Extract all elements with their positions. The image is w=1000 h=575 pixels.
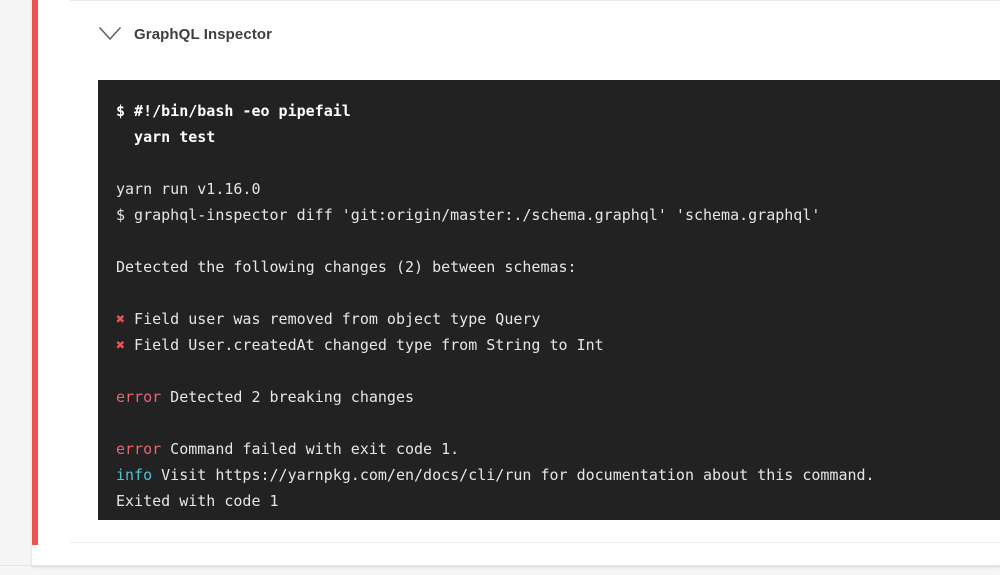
- breaking-change-text: Field User.createdAt changed type from S…: [125, 336, 604, 354]
- terminal-line-blank: [116, 150, 990, 176]
- build-step-card: GraphQL Inspector $ #!/bin/bash -eo pipe…: [32, 0, 1000, 566]
- terminal-line-plain: Exited with code 1: [116, 488, 990, 514]
- terminal-log-lines: $ #!/bin/bash -eo pipefail yarn test yar…: [98, 98, 1000, 514]
- page-title: GraphQL Inspector: [134, 25, 273, 43]
- terminal-command-text: yarn test: [116, 128, 216, 146]
- terminal-plain-text: $ graphql-inspector diff 'git:origin/mas…: [116, 206, 821, 224]
- terminal-line-blank: [116, 410, 990, 436]
- status-stripe: [32, 0, 38, 545]
- terminal-info-text: Visit https://yarnpkg.com/en/docs/cli/ru…: [152, 466, 875, 484]
- terminal-info-prefix: info: [116, 466, 153, 484]
- terminal-plain-text: Detected the following changes (2) betwe…: [116, 258, 577, 276]
- section-divider: [70, 542, 1000, 543]
- breaking-change-icon: ✖: [116, 336, 126, 354]
- breaking-change-icon: ✖: [116, 310, 126, 328]
- terminal-output[interactable]: $ #!/bin/bash -eo pipefail yarn test yar…: [98, 80, 1000, 520]
- terminal-line-blank: [116, 228, 990, 254]
- terminal-line-command: yarn test: [116, 124, 990, 150]
- terminal-line-info: info Visit https://yarnpkg.com/en/docs/c…: [116, 462, 990, 488]
- terminal-line-plain: yarn run v1.16.0: [116, 176, 990, 202]
- terminal-error-text: Command failed with exit code 1.: [161, 440, 460, 458]
- terminal-error-prefix: error: [116, 388, 162, 406]
- terminal-plain-text: Exited with code 1: [116, 492, 279, 510]
- terminal-line-plain: $ graphql-inspector diff 'git:origin/mas…: [116, 202, 990, 228]
- step-header[interactable]: GraphQL Inspector: [70, 1, 1000, 67]
- terminal-line-mark: ✖ Field user was removed from object typ…: [116, 306, 990, 332]
- terminal-line-error: error Detected 2 breaking changes: [116, 384, 990, 410]
- terminal-line-plain: Detected the following changes (2) betwe…: [116, 254, 990, 280]
- terminal-line-error: error Command failed with exit code 1.: [116, 436, 990, 462]
- card-top-divider: [70, 0, 1000, 1]
- terminal-command-text: $ #!/bin/bash -eo pipefail: [116, 102, 351, 120]
- terminal-line-mark: ✖ Field User.createdAt changed type from…: [116, 332, 990, 358]
- terminal-error-prefix: error: [116, 440, 162, 458]
- terminal-line-blank: [116, 358, 990, 384]
- chevron-down-icon[interactable]: [95, 19, 125, 49]
- terminal-plain-text: yarn run v1.16.0: [116, 180, 261, 198]
- terminal-line-command: $ #!/bin/bash -eo pipefail: [116, 98, 990, 124]
- card-bottom-divider: [0, 565, 1000, 566]
- terminal-error-text: Detected 2 breaking changes: [161, 388, 415, 406]
- breaking-change-text: Field user was removed from object type …: [125, 310, 541, 328]
- terminal-line-blank: [116, 280, 990, 306]
